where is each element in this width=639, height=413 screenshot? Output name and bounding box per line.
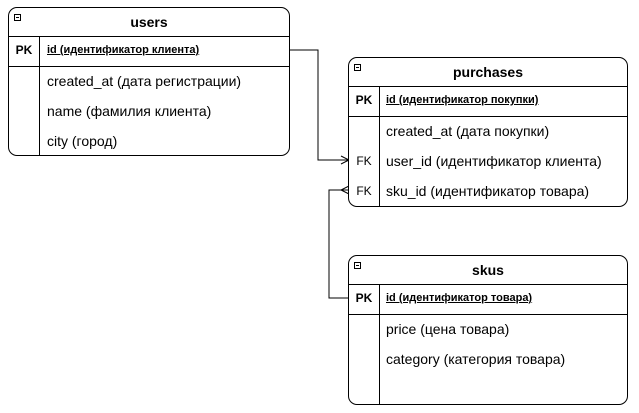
divider [349,314,627,315]
pk-label: PK [355,93,373,107]
fk-field: sku_id (идентификатор товара) [386,183,590,199]
sku-fk-crows-foot [339,185,350,195]
divider [349,284,627,285]
fk-field: user_id (идентификатор клиента) [386,153,602,169]
skus-to-purchases-connector [328,189,349,299]
collapse-icon[interactable] [14,14,21,21]
purchases-table[interactable]: purchases PK id (идентификатор покупки) … [348,57,628,207]
divider [9,36,289,37]
attribute-field: price (цена товара) [386,321,510,337]
pk-field: id (идентификатор покупки) [386,94,539,106]
pk-field: id (идентификатор товара) [386,292,533,304]
pk-label: PK [15,43,33,57]
divider [9,66,289,67]
skus-table[interactable]: skus PK id (идентификатор товара) price … [348,255,628,405]
pk-field: id (идентификатор клиента) [47,44,200,56]
users-table[interactable]: users PK id (идентификатор клиента) crea… [8,7,290,156]
divider [349,116,627,117]
attribute-field: created_at (дата регистрации) [47,73,242,89]
key-column-divider [379,284,380,404]
attribute-field: category (категория товара) [386,351,566,367]
pk-label: PK [355,291,373,305]
table-title: skus [472,262,504,278]
collapse-icon[interactable] [354,262,361,269]
collapse-icon[interactable] [354,64,361,71]
key-column-divider [39,36,40,155]
key-column-divider [379,86,380,206]
table-title: purchases [452,64,524,80]
attribute-field: name (фамилия клиента) [47,103,212,119]
divider [349,86,627,87]
users-to-purchases-connector [290,49,349,161]
attribute-field: created_at (дата покупки) [386,123,550,139]
fk-label: FK [356,154,372,168]
fk-label: FK [356,184,372,198]
attribute-field: city (город) [47,133,118,149]
table-title: users [130,14,168,30]
